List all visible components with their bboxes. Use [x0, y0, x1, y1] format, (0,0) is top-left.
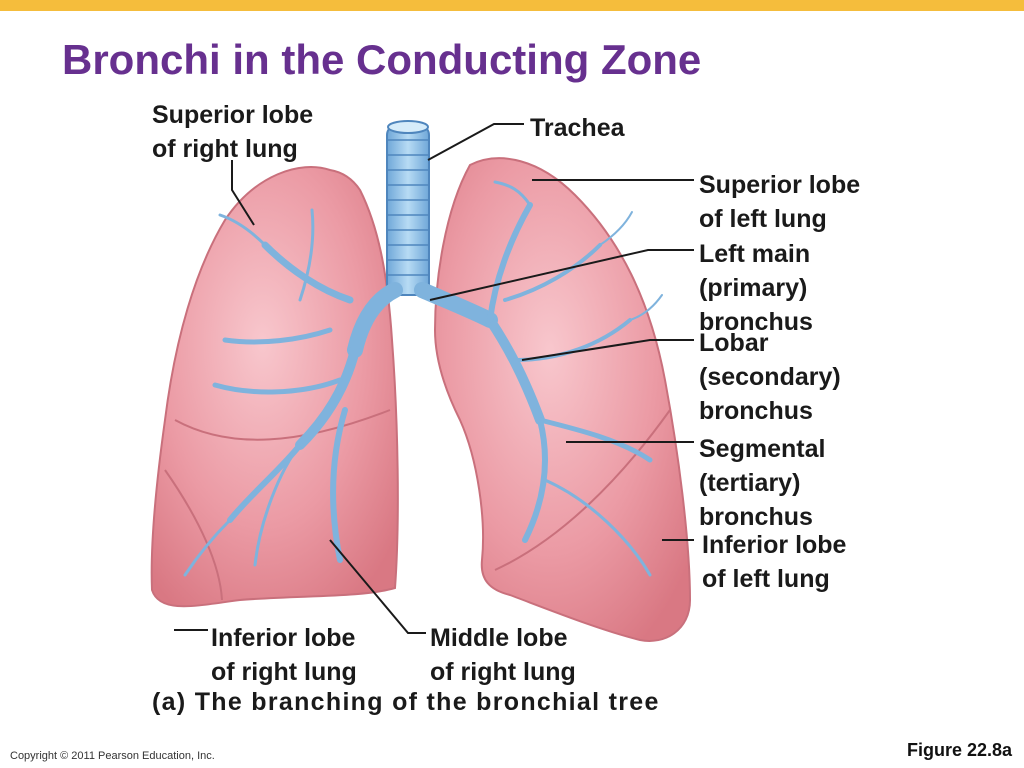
label-superior-lobe-left: Superior lobe of left lung [699, 171, 861, 233]
left-branch [629, 294, 663, 321]
left-lung-outline [433, 157, 692, 642]
right-branch [295, 345, 360, 450]
left-branch [493, 180, 532, 207]
left-branch [543, 478, 652, 577]
left-branch [503, 243, 602, 302]
right-branch [330, 407, 348, 563]
label-segmental-bronchus: Segmental (tertiary) bronchus [699, 435, 826, 531]
left-lung [433, 157, 692, 642]
label-lobar-bronchus: Lobar (secondary) bronchus [699, 329, 841, 425]
leader-middle-right [329, 539, 426, 634]
left-branch [485, 315, 545, 425]
right-oblique-fissure [164, 469, 223, 601]
label-middle-lobe-right: Middle lobe of right lung [430, 624, 576, 686]
right-branch [212, 377, 343, 395]
trachea-rings [387, 139, 429, 276]
figure-number: Figure 22.8a [906, 740, 1012, 760]
right-main-bronchus [347, 282, 403, 358]
leader-left-main [429, 249, 694, 301]
label-left-main-bronchus: Left main (primary) bronchus [699, 240, 813, 336]
label-inferior-lobe-left: Inferior lobe of left lung [702, 531, 847, 593]
left-main-bronchus [414, 282, 498, 328]
copyright-notice: Copyright © 2011 Pearson Education, Inc. [10, 750, 215, 762]
leader-superior-right [231, 160, 255, 226]
label-trachea: Trachea [530, 114, 625, 142]
right-horizontal-fissure [174, 409, 391, 441]
label-inferior-lobe-right: Inferior lobe of right lung [211, 624, 357, 686]
trachea-top [387, 120, 429, 134]
right-branch [253, 443, 302, 567]
leader-lobar [521, 339, 694, 361]
right-lung-outline [150, 166, 399, 608]
bronchial-tree [183, 120, 663, 577]
slide-title: Bronchi in the Conducting Zone [62, 36, 702, 83]
figure-caption: (a) The branching of the bronchial tree [152, 688, 660, 716]
trachea [386, 124, 430, 296]
right-lung [150, 166, 399, 608]
label-superior-lobe-right: Superior lobe of right lung [152, 101, 314, 163]
left-branch [537, 417, 653, 463]
right-branch [183, 518, 232, 577]
right-branch [222, 327, 333, 345]
leader-lines [174, 123, 694, 634]
left-branch [487, 202, 533, 323]
right-branch [218, 213, 267, 247]
leader-trachea [427, 123, 524, 161]
right-branch [298, 208, 315, 302]
accent-bar [0, 0, 1024, 11]
left-branch [599, 211, 633, 246]
